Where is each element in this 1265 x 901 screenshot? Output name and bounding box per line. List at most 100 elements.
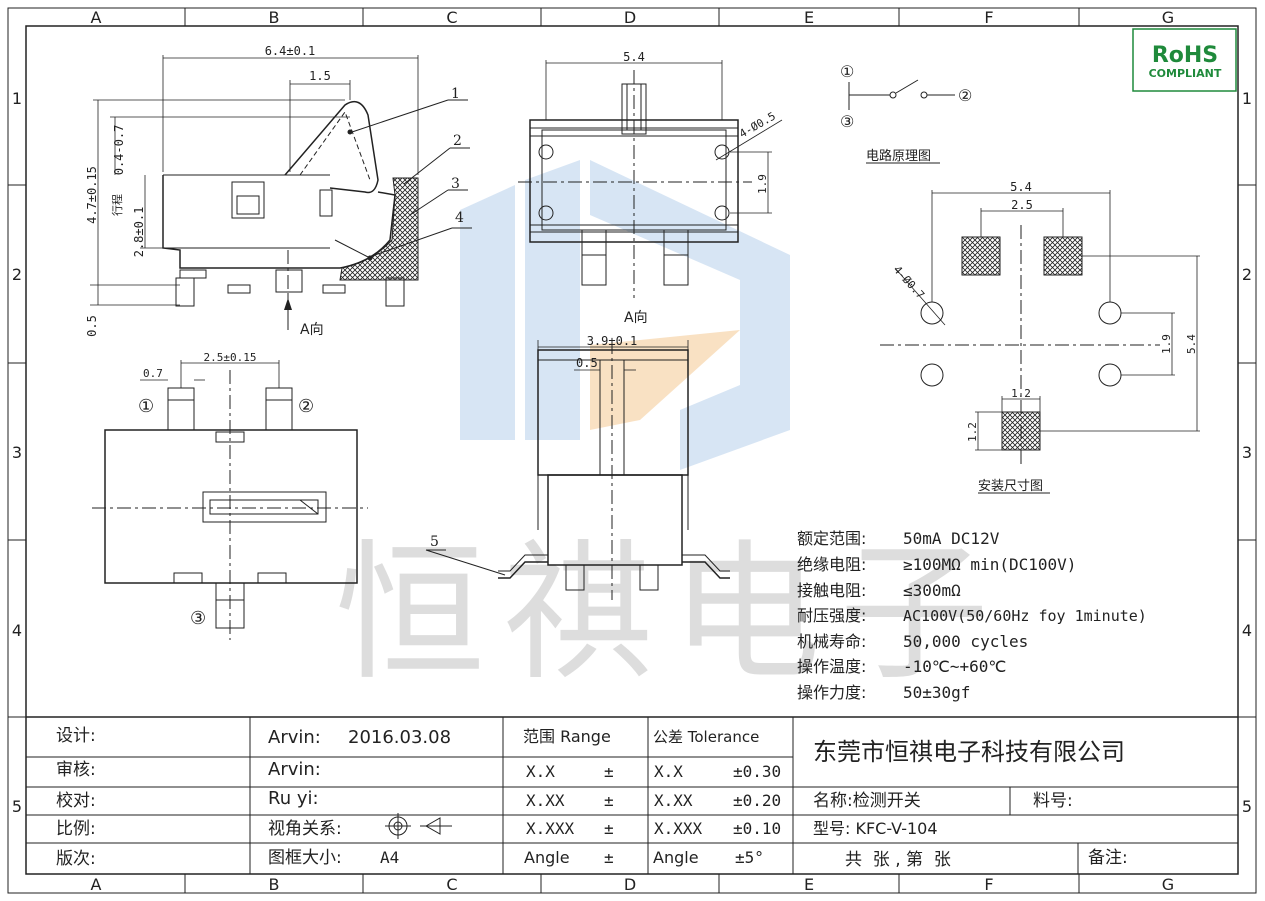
row-label: 5 xyxy=(12,797,22,816)
dim-side-stroke-label: 行程 xyxy=(111,194,124,216)
dim-side-top: 1.5 xyxy=(309,69,331,83)
tb-design-name: Arvin: xyxy=(268,727,321,748)
tb-tol-header: 公差 Tolerance xyxy=(653,728,759,746)
col-label: G xyxy=(1162,875,1174,894)
spec-label: 操作力度: xyxy=(797,683,866,702)
tb-row-label: 审核: xyxy=(56,760,96,780)
top-view: 5.4 4-Ø0.5 1.9 A向 xyxy=(518,50,783,326)
tb-frame-value: A4 xyxy=(380,848,399,867)
spec-label: 绝缘电阻: xyxy=(797,555,866,574)
tb-review-name: Arvin: xyxy=(268,759,321,780)
tb-tol-cell: X.XXX xyxy=(654,819,703,838)
spec-label: 额定范围: xyxy=(797,529,866,548)
row-label: 3 xyxy=(12,443,22,462)
title-block: 设计: 审核: 校对: 比例: 版次: Arvin: 2016.03.08 Ar… xyxy=(26,716,1238,874)
spec-value: ≤300mΩ xyxy=(903,581,961,600)
tb-tol-cell: X.XX xyxy=(654,791,693,810)
front-view: 3.9±0.1 0.5 5 xyxy=(425,334,730,600)
dim-fp-v1: 1.9 xyxy=(1160,334,1173,354)
tb-model: 型号: KFC-V-104 xyxy=(813,819,938,838)
tb-range-cell: Angle xyxy=(524,848,570,867)
col-label: D xyxy=(624,8,636,27)
footprint: 5.4 2.5 4-Ø0.7 1.9 5.4 1.2 1.2 安装尺寸图 xyxy=(880,180,1200,494)
dim-fp-v2: 5.4 xyxy=(1185,334,1198,354)
spec-list: 额定范围: 50mA DC12V 绝缘电阻: ≥100MΩ min(DC100V… xyxy=(797,529,1147,702)
dim-side-height: 4.7±0.15 xyxy=(85,166,99,224)
tb-name: 名称:检测开关 xyxy=(813,791,921,811)
callout-3: 3 xyxy=(451,176,460,192)
tb-tol-value: ±0.20 xyxy=(733,791,781,810)
dim-fp-pad-w: 1.2 xyxy=(1011,387,1031,400)
dim-front-width: 3.9±0.1 xyxy=(587,334,638,348)
projection-icon xyxy=(385,813,452,839)
tb-range-cell: X.XXX xyxy=(526,819,575,838)
top-view-label: A向 xyxy=(624,310,648,326)
row-label: 3 xyxy=(1242,443,1252,462)
col-label: B xyxy=(269,875,280,894)
spec-label: 机械寿命: xyxy=(797,632,866,651)
tb-design-date: 2016.03.08 xyxy=(348,727,451,748)
dim-fp-total: 5.4 xyxy=(1010,180,1032,194)
col-label: C xyxy=(446,875,457,894)
dim-top-pitch: 1.9 xyxy=(756,174,769,194)
tb-row-label: 校对: xyxy=(56,791,96,811)
row-label: 2 xyxy=(12,265,22,284)
tb-check-name: Ru yi: xyxy=(268,788,319,809)
row-label: 1 xyxy=(1242,89,1252,108)
row-label: 4 xyxy=(1242,621,1252,640)
row-label: 2 xyxy=(1242,265,1252,284)
dim-top-width: 5.4 xyxy=(623,50,645,64)
tb-sheet: 共 张 , 第 张 xyxy=(845,850,951,870)
dim-fp-pad-pitch: 2.5 xyxy=(1011,198,1033,212)
circuit-pin1: ① xyxy=(840,62,854,81)
pin1-label: ① xyxy=(138,396,154,417)
side-view-label: A向 xyxy=(300,322,324,338)
side-view: 6.4±0.1 1.5 4.7±0.15 行程 0.4-0.7 2.8±0.1 … xyxy=(85,44,472,338)
tb-company: 东莞市恒祺电子科技有限公司 xyxy=(813,738,1125,766)
tb-row-label: 设计: xyxy=(56,726,96,746)
tb-range-sign: ± xyxy=(604,819,614,838)
tb-frame-label: 图框大小: xyxy=(268,848,342,868)
spec-value: 50mA DC12V xyxy=(903,529,1000,548)
dim-fp-pad-h: 1.2 xyxy=(966,422,979,442)
dim-side-width: 6.4±0.1 xyxy=(265,44,316,58)
dim-side-pin: 0.5 xyxy=(85,315,99,337)
spec-value: AC100V(50/60Hz foy 1minute) xyxy=(903,607,1147,625)
tb-range-sign: ± xyxy=(604,848,614,867)
dim-bottom-pin: 0.7 xyxy=(143,367,163,380)
col-label: A xyxy=(91,875,102,894)
spec-value: 50,000 cycles xyxy=(903,632,1028,651)
col-label: F xyxy=(984,875,993,894)
circuit-title: 电路原理图 xyxy=(866,148,931,164)
tb-material: 料号: xyxy=(1033,791,1073,811)
tb-row-label: 版次: xyxy=(56,849,96,869)
tb-range-cell: X.X xyxy=(526,762,555,781)
pin3-label: ③ xyxy=(190,608,206,629)
tb-tol-value: ±0.30 xyxy=(733,762,781,781)
rohs-subtitle: COMPLIANT xyxy=(1149,67,1222,80)
col-label: G xyxy=(1162,8,1174,27)
tb-range-cell: X.XX xyxy=(526,791,565,810)
tb-range-sign: ± xyxy=(604,762,614,781)
tb-tol-value: ±0.10 xyxy=(733,819,781,838)
spec-value: 50±30gf xyxy=(903,683,970,702)
dim-side-body: 2.8±0.1 xyxy=(132,207,146,258)
col-label: D xyxy=(624,875,636,894)
rohs-badge: RoHS COMPLIANT xyxy=(1132,28,1237,92)
callout-2: 2 xyxy=(453,133,462,149)
col-label: E xyxy=(804,8,814,27)
tb-range-sign: ± xyxy=(604,791,614,810)
spec-label: 耐压强度: xyxy=(797,606,866,625)
col-label: A xyxy=(91,8,102,27)
col-label: B xyxy=(269,8,280,27)
tb-projection-label: 视角关系: xyxy=(268,819,342,839)
dim-side-stroke: 0.4-0.7 xyxy=(112,125,126,176)
col-label: E xyxy=(804,875,814,894)
spec-label: 操作温度: xyxy=(797,657,866,676)
tb-tol-value: ±5° xyxy=(735,848,764,867)
pin2-label: ② xyxy=(298,396,314,417)
tb-row-label: 比例: xyxy=(56,819,96,839)
tb-tol-cell: Angle xyxy=(653,848,699,867)
spec-value: -10℃~+60℃ xyxy=(903,657,1006,676)
